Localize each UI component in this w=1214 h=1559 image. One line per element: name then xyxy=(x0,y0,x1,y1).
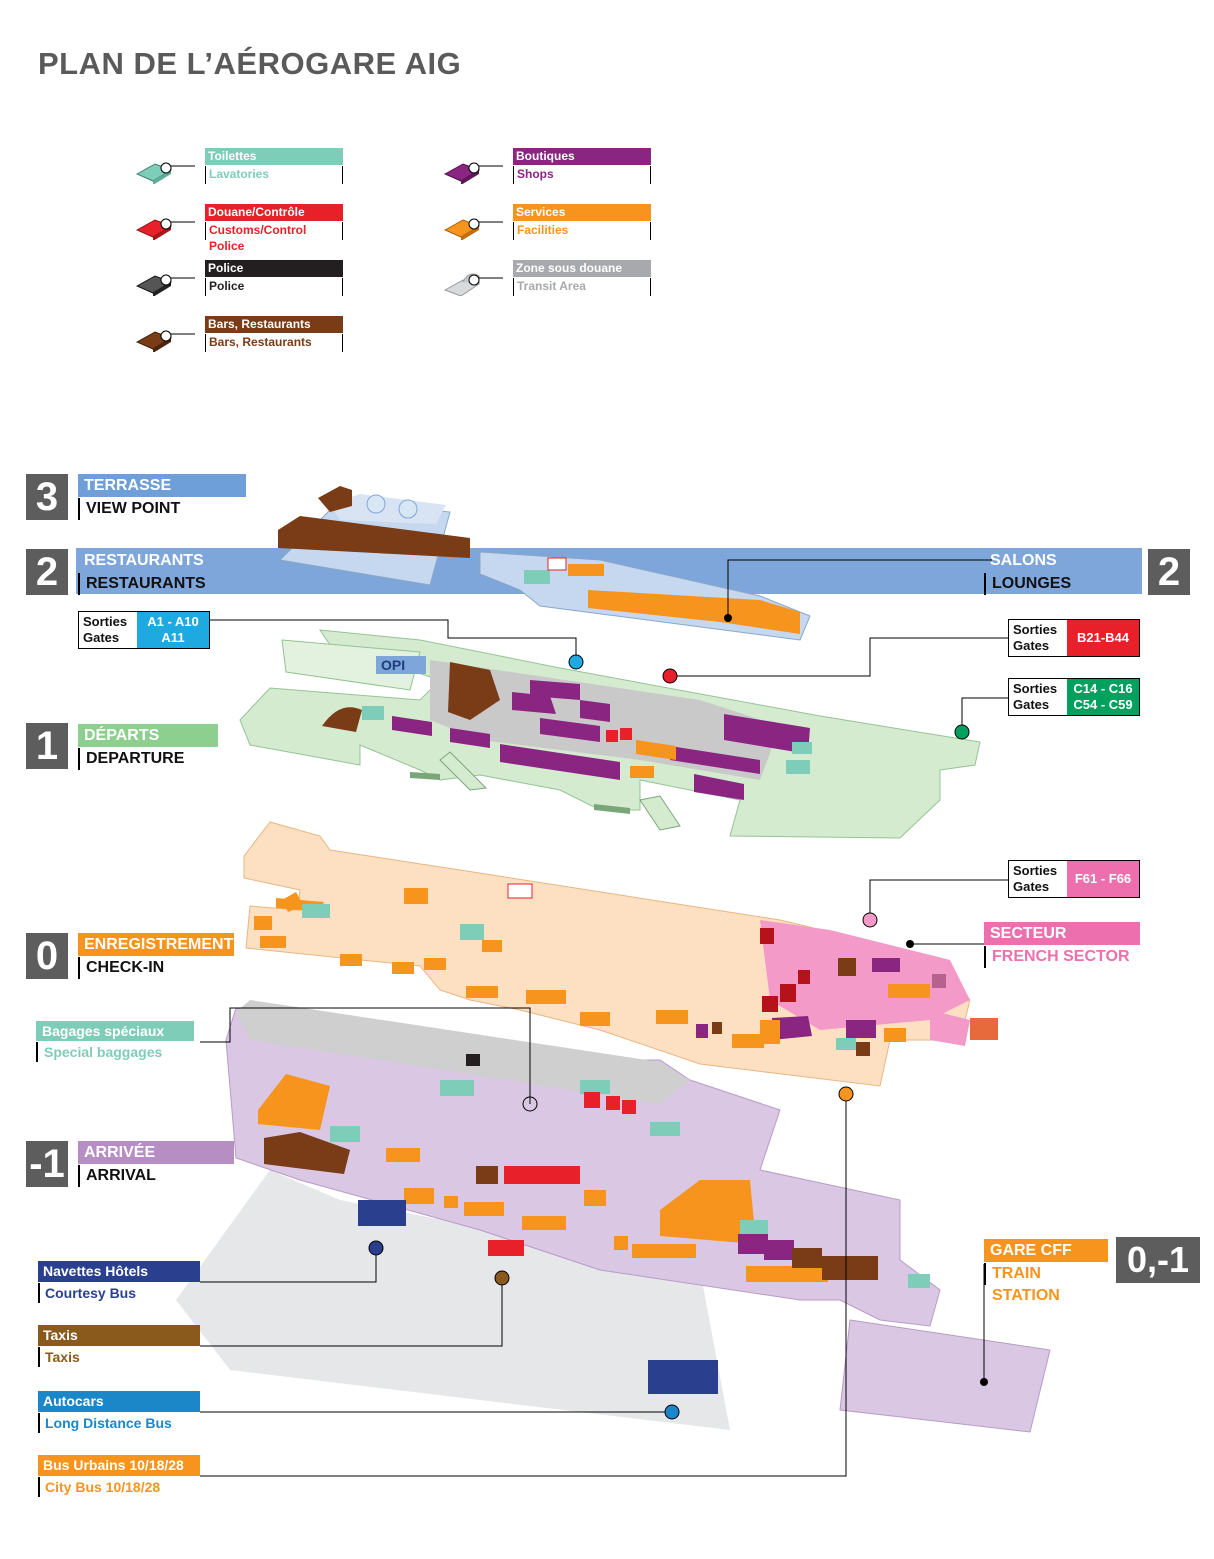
floor-0-number: 0 xyxy=(26,933,68,979)
lounges-label-en: LOUNGES xyxy=(984,573,1140,595)
restaurant-swatch-icon xyxy=(135,330,195,352)
legend-item-police: Police Police xyxy=(135,260,355,298)
facility-swatch-icon xyxy=(443,218,503,240)
shop-swatch-icon xyxy=(443,162,503,184)
special-baggage-label-fr: Bagages spéciaux xyxy=(36,1021,194,1041)
page-title: PLAN DE L’AÉROGARE AIG xyxy=(38,46,462,81)
floor-0-label-en: CHECK-IN xyxy=(78,957,234,979)
legend-item-restaurants: Bars, Restaurants Bars, Restaurants xyxy=(135,316,355,354)
legend-label-en: Facilities xyxy=(513,222,651,240)
legend-item-lavatories: Toilettes Lavatories xyxy=(135,148,355,186)
train-station-label-fr: GARE CFF xyxy=(984,1239,1108,1262)
special-baggage-label-en: Special baggages xyxy=(36,1042,194,1062)
customs-swatch-icon xyxy=(135,218,195,240)
legend-label-fr: Toilettes xyxy=(205,148,343,165)
legend-label-en: Lavatories xyxy=(205,166,343,184)
legend-label-fr: Zone sous douane xyxy=(513,260,651,277)
legend-label-en: Shops xyxy=(513,166,651,184)
floor-2-number: 2 xyxy=(26,549,68,595)
train-station-label-en: TRAIN STATION xyxy=(984,1263,1108,1304)
floor-minus-1-number: -1 xyxy=(26,1141,68,1187)
city-bus-label-fr: Bus Urbains 10/18/28 xyxy=(38,1455,200,1476)
courtesy-bus-label-en: Courtesy Bus xyxy=(38,1283,200,1303)
check-in-floor xyxy=(243,821,998,1087)
floor-1-label-fr: DÉPARTS xyxy=(78,724,218,747)
departure-floor: OPI xyxy=(239,629,981,839)
floor-1-label-en: DEPARTURE xyxy=(78,748,218,770)
taxis-label-fr: Taxis xyxy=(38,1325,200,1346)
legend-label-fr: Police xyxy=(205,260,343,277)
floor-0-label-fr: ENREGISTREMENTS xyxy=(78,933,244,956)
opi-logo: OPI xyxy=(381,657,405,673)
legend-item-shops: Boutiques Shops xyxy=(443,148,663,186)
long-distance-bus-label-en: Long Distance Bus xyxy=(38,1413,200,1433)
gates-f-code: F61 - F66 xyxy=(1067,861,1139,897)
lavatory-swatch-icon xyxy=(135,162,195,184)
connector-lines xyxy=(200,559,1008,1477)
french-sector-label-fr: SECTEUR FRANÇAIS xyxy=(984,922,1140,965)
courtesy-bus-label-fr: Navettes Hôtels xyxy=(38,1261,200,1282)
arrival-floor xyxy=(176,1000,1051,1433)
legend-label-en: Bars, Restaurants xyxy=(205,334,343,352)
legend-label-en: Transit Area xyxy=(513,278,651,296)
floor-3-number: 3 xyxy=(26,474,68,520)
french-sector-label-en: FRENCH SECTOR xyxy=(984,946,1140,968)
legend-label-fr: Boutiques xyxy=(513,148,651,165)
lounges-label-fr: SALONS xyxy=(990,552,1057,569)
legend-item-facilities: Services Facilities xyxy=(443,204,663,242)
legend-label-en: Police xyxy=(205,278,343,296)
transit-swatch-icon xyxy=(443,273,503,296)
lounges-floor-number: 2 xyxy=(1148,549,1190,595)
taxis-label-en: Taxis xyxy=(38,1347,200,1367)
floor-2-label-fr: RESTAURANTS xyxy=(84,552,204,569)
floor-3-label-fr: TERRASSE PUBLIQUE xyxy=(78,474,246,517)
floor-3-label-en: VIEW POINT xyxy=(78,498,238,520)
terrace-floor xyxy=(278,486,470,586)
floor-1-number: 1 xyxy=(26,723,68,769)
city-bus-label-en: City Bus 10/18/28 xyxy=(38,1477,200,1497)
legend-label-fr: Douane/Contrôle Police xyxy=(205,204,343,236)
floor-2-label-en: RESTAURANTS xyxy=(78,573,238,595)
legend-item-customs: Douane/Contrôle Police Customs/Control P… xyxy=(135,204,355,253)
long-distance-bus-label-fr: Autocars xyxy=(38,1391,200,1412)
floor-minus-1-label-fr: ARRIVÉE xyxy=(78,1141,234,1164)
legend-label-en: Customs/Control Police xyxy=(205,222,343,253)
police-swatch-icon xyxy=(135,274,195,296)
legend-label-fr: Services xyxy=(513,204,651,221)
train-station-floor-number: 0,-1 xyxy=(1116,1237,1200,1283)
legend-item-transit: Zone sous douane Transit Area xyxy=(443,260,663,298)
floor-minus-1-label-en: ARRIVAL xyxy=(78,1165,234,1187)
legend-label-fr: Bars, Restaurants xyxy=(205,316,343,333)
gates-b-code: B21-B44 xyxy=(1067,620,1139,656)
